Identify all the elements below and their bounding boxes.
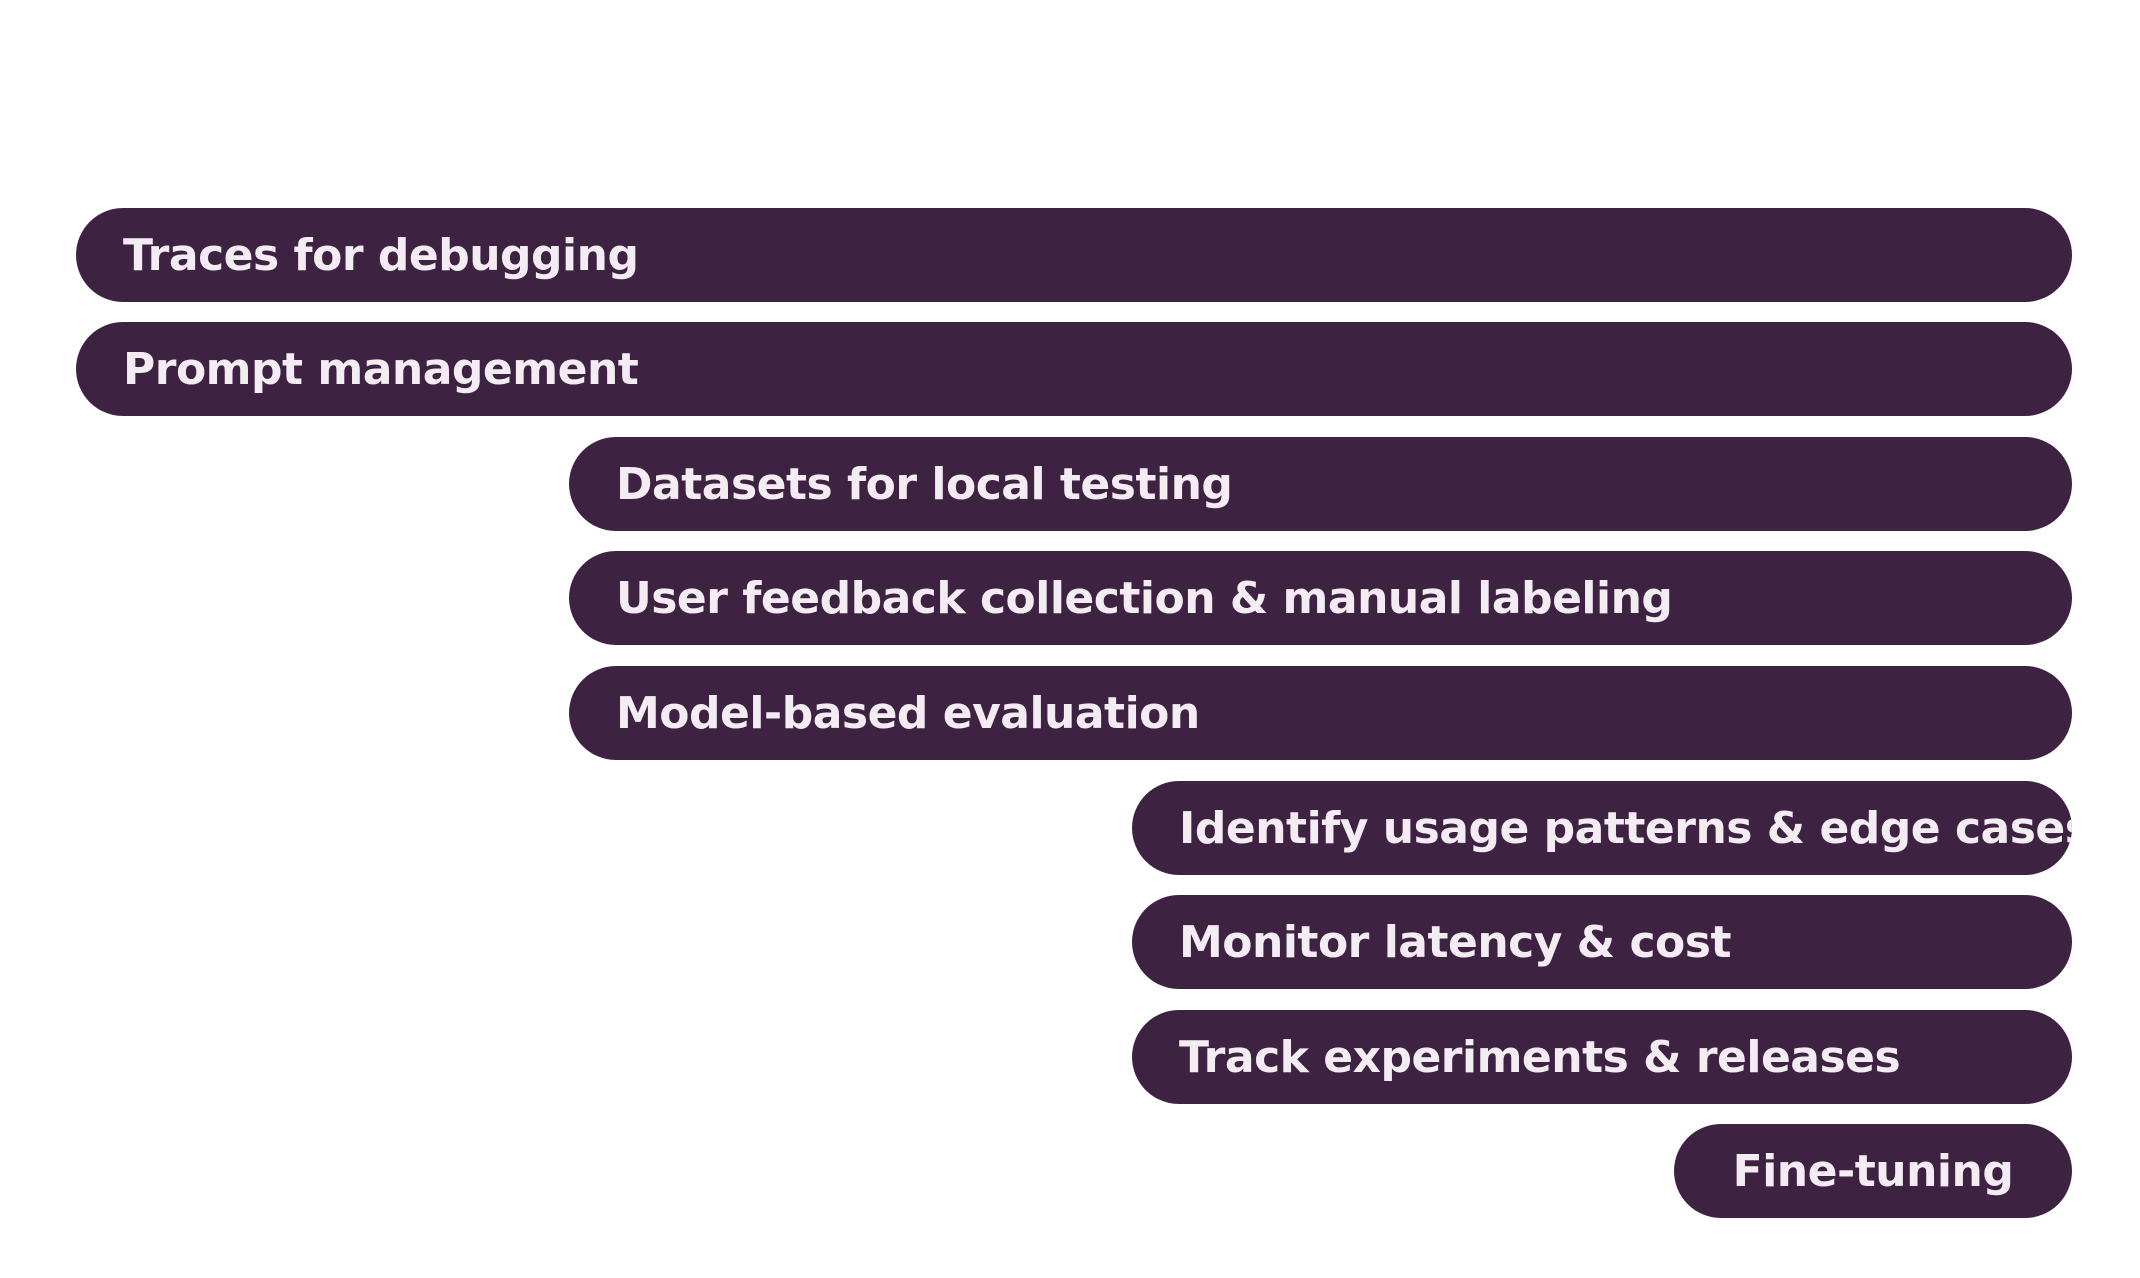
pill-label: User feedback collection & manual labeli… <box>616 572 1673 624</box>
pill-monitor-latency-cost: Monitor latency & cost <box>1132 895 2072 989</box>
pill-label: Model-based evaluation <box>616 687 1200 739</box>
pill-prompt-management: Prompt management <box>76 322 2072 416</box>
pill-user-feedback-collection: User feedback collection & manual labeli… <box>569 551 2072 645</box>
pill-label: Fine-tuning <box>1732 1145 2014 1197</box>
pill-label: Datasets for local testing <box>616 458 1233 510</box>
pill-label: Prompt management <box>123 343 639 395</box>
pill-label: Monitor latency & cost <box>1179 916 1731 968</box>
pill-track-experiments-releases: Track experiments & releases <box>1132 1010 2072 1104</box>
pill-label: Track experiments & releases <box>1179 1031 1901 1083</box>
pill-traces-for-debugging: Traces for debugging <box>76 208 2072 302</box>
pill-model-based-evaluation: Model-based evaluation <box>569 666 2072 760</box>
pill-label: Identify usage patterns & edge cases <box>1179 802 2072 854</box>
pill-fine-tuning: Fine-tuning <box>1674 1124 2072 1218</box>
pill-datasets-for-local-testing: Datasets for local testing <box>569 437 2072 531</box>
pill-label: Traces for debugging <box>123 229 639 281</box>
pill-identify-usage-patterns: Identify usage patterns & edge cases <box>1132 781 2072 875</box>
